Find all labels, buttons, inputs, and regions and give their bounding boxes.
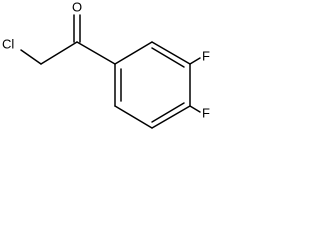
- ring-inner-double-1: [151, 47, 185, 68]
- ring-bond-1: [114, 41, 153, 65]
- bond-ch2-carbonyl: [40, 41, 78, 65]
- bond-ring-f3: [189, 57, 201, 65]
- ring-bond-4: [151, 105, 191, 129]
- ring-bond-5: [114, 105, 153, 129]
- chemical-structure: Cl O F F: [2, 0, 210, 129]
- ring-bond-2: [151, 41, 191, 65]
- chlorine-atom-label: Cl: [2, 36, 14, 51]
- bond-ring-f4: [189, 105, 201, 113]
- oxygen-atom-label: O: [72, 0, 82, 14]
- fluorine-3-atom-label: F: [202, 48, 210, 63]
- fluorine-4-atom-label: F: [202, 105, 210, 120]
- bond-carbonyl-ring: [76, 41, 116, 65]
- ring-inner-double-2: [151, 102, 185, 123]
- bond-cl-ch2: [20, 49, 42, 65]
